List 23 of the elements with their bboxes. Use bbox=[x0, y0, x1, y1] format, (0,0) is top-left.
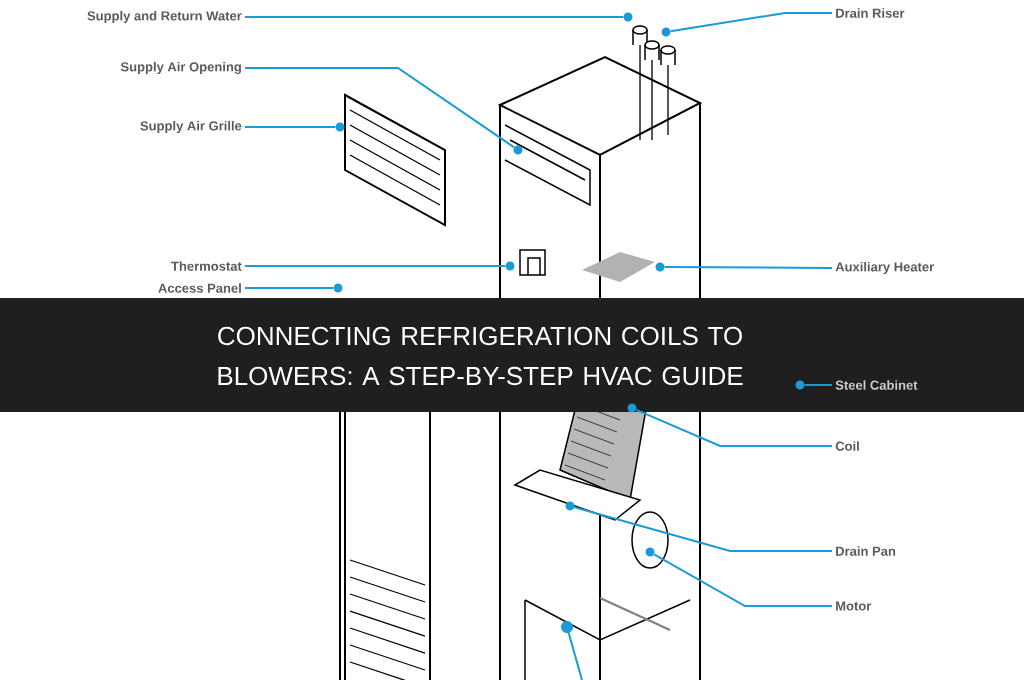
part-label: Steel Cabinet bbox=[835, 380, 918, 390]
leader-line bbox=[244, 16, 625, 18]
part-label: Thermostat bbox=[171, 261, 242, 271]
leader-line bbox=[669, 12, 833, 33]
leader-line bbox=[573, 506, 833, 552]
leader-line bbox=[244, 287, 335, 289]
title: CONNECTING REFRIGERATION COILS TO BLOWERS: A STEP-BY-STEP HVAC GUIDE bbox=[218, 326, 743, 386]
part-label: Motor bbox=[836, 601, 872, 611]
leader-line bbox=[244, 265, 507, 267]
part-label: Drain Pan bbox=[836, 546, 896, 556]
part-label: Coil bbox=[835, 441, 859, 451]
leader-line bbox=[244, 67, 516, 149]
leader-line bbox=[803, 384, 833, 386]
part-label: Supply Air Opening bbox=[120, 61, 241, 75]
part-label: Drain Riser bbox=[836, 8, 905, 18]
part-label: Supply and Return Water bbox=[87, 10, 242, 24]
part-label: Auxiliary Heater bbox=[835, 261, 934, 275]
leader-line bbox=[244, 126, 337, 128]
part-label: Access Panel bbox=[158, 283, 241, 293]
leader-line bbox=[653, 553, 833, 607]
part-label: Supply Air Grille bbox=[140, 120, 242, 134]
leader-line bbox=[635, 408, 833, 447]
leader-line bbox=[663, 266, 833, 269]
